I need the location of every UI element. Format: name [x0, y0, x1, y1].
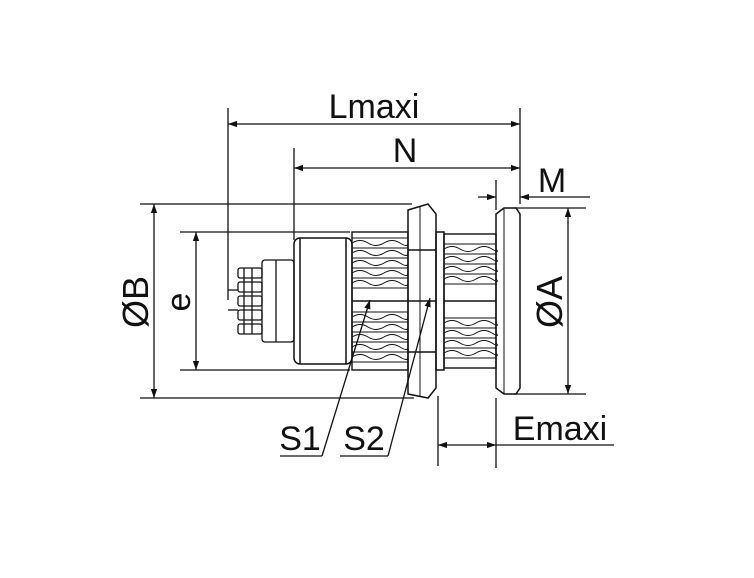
threaded-sleeve-rear	[351, 231, 409, 371]
washer	[435, 231, 445, 371]
rear-pins	[228, 259, 295, 343]
label-lmaxi: Lmaxi	[329, 88, 420, 126]
label-n: N	[393, 132, 418, 170]
rear-housing	[293, 237, 353, 365]
label-dia-b: ØB	[115, 276, 156, 328]
front-flange	[495, 207, 521, 395]
label-m: M	[538, 162, 566, 200]
label-s2: S2	[343, 420, 385, 458]
dimension-lines	[140, 108, 614, 468]
dimension-labels: Lmaxi N M ØB e ØA S1 S2 Emaxi	[115, 88, 607, 458]
label-emaxi: Emaxi	[513, 410, 607, 448]
label-s1: S1	[279, 420, 321, 458]
threaded-sleeve-front	[443, 233, 498, 369]
connector-body	[228, 203, 521, 399]
s2-leader	[387, 297, 431, 457]
label-dia-a: ØA	[529, 276, 570, 328]
hex-nut	[407, 203, 437, 399]
label-e: e	[160, 293, 198, 312]
s1-leader	[321, 299, 371, 457]
